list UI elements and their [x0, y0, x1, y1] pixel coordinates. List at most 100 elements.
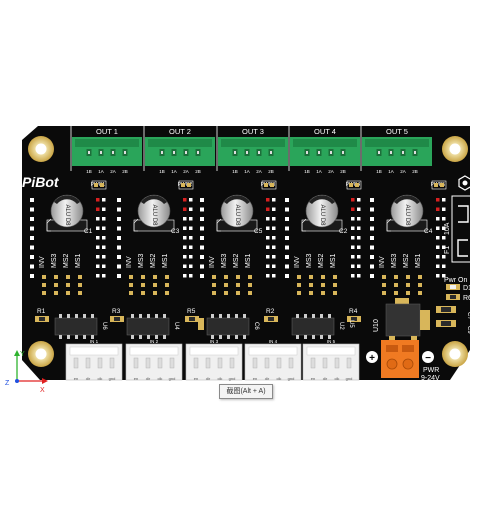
input-pin-label: en — [134, 376, 138, 381]
screenshot-tooltip: 截图(Alt + A) — [219, 384, 273, 399]
hex-standoff-icon — [458, 175, 472, 191]
resistor-label: R4 — [349, 308, 358, 315]
output-pin-label: 2A — [256, 169, 262, 174]
chip-label: U6 — [101, 322, 107, 330]
capacitor-marking: ALU D8 — [404, 204, 410, 226]
pwr-label: PWR3 — [261, 182, 276, 188]
output-pin-label: 1B — [86, 169, 92, 174]
input-pin-label: clk — [218, 376, 223, 381]
output-pin-label: 2B — [122, 169, 128, 174]
output-pin-label: 1A — [244, 169, 250, 174]
brand-logo: PiBot — [22, 174, 60, 190]
resistor-2: R3 — [110, 308, 124, 322]
resistor-label: R2 — [266, 308, 275, 315]
output-terminal-4: OUT 4 1B 1A 2A 2B — [288, 126, 360, 174]
capacitor-marking: ALU D8 — [151, 204, 157, 226]
capacitor-label: C5 — [254, 228, 263, 235]
small-capacitor — [198, 318, 204, 330]
power-led-title: Pwr On — [444, 277, 467, 284]
pwr-label: PWR2 — [178, 182, 193, 188]
input-pin-label: gnd — [169, 376, 176, 381]
power-led-d1: D1 — [463, 285, 472, 292]
jumper-label: MS2 — [403, 254, 410, 269]
input-pin-label: clk — [98, 376, 103, 381]
output-pin-label: 1A — [171, 169, 177, 174]
axis-x-label: X — [40, 387, 45, 394]
capacitor-label: C3 — [171, 228, 180, 235]
power-minus-icon — [422, 351, 434, 363]
jumper-label: MS3 — [221, 254, 228, 269]
jumper-label: MS3 — [391, 254, 398, 269]
chip-label: C6 — [253, 322, 259, 330]
input-pin-label: en — [311, 376, 315, 381]
resistor-label: R1 — [37, 308, 46, 315]
regulator-cap-c7: C7 — [466, 312, 472, 320]
input-label: IN 1 — [90, 339, 99, 344]
output-label: OUT 4 — [314, 127, 336, 136]
jumper-label: MS3 — [51, 254, 58, 269]
power-plus-icon — [366, 351, 378, 363]
resistor-1: R1 — [35, 308, 49, 322]
svg-text:+: + — [369, 353, 375, 364]
output-label: OUT 5 — [386, 127, 408, 136]
jumper-label: MS3 — [138, 254, 145, 269]
input-pin-label: en — [253, 376, 257, 381]
voltage-regulator: U10 C7 C9 — [373, 298, 472, 341]
output-pin-label: 1B — [304, 169, 310, 174]
driver-chip-1: U6 — [54, 314, 107, 339]
output-pin-label: 1B — [376, 169, 382, 174]
jumper-label: MS2 — [233, 254, 240, 269]
output-pin-label: 2A — [328, 169, 334, 174]
input-pin-label: gnd — [346, 376, 353, 381]
axis-gizmo: Y X Z — [5, 350, 48, 394]
input-label: IN 3 — [210, 339, 219, 344]
jumper-label: INV — [39, 256, 46, 268]
output-pin-label: 2B — [340, 169, 346, 174]
pwr-label: PWR4 — [346, 182, 361, 188]
jumper-label: MS1 — [330, 254, 337, 269]
input-pin-label: clk — [335, 376, 340, 381]
power-led-area: Pwr On D1 R6 — [444, 277, 472, 302]
output-pin-label: 2A — [400, 169, 406, 174]
capacitor-label: C4 — [424, 228, 433, 235]
driver-chip-3: C6 — [206, 314, 259, 339]
input-pin-label: dir — [86, 376, 91, 381]
jumper-label: INV — [294, 256, 301, 268]
output-pin-label: 1A — [316, 169, 322, 174]
output-pin-label: 1A — [388, 169, 394, 174]
resistor-5: R4 — [347, 308, 361, 322]
driver-chip-2: U4 — [126, 314, 179, 339]
output-pin-label: 1A — [98, 169, 104, 174]
jumper-label: MS3 — [306, 254, 313, 269]
resistor-4: R2 — [264, 308, 278, 322]
power-input-label: PWR — [423, 367, 439, 374]
capacitor-marking: ALU D8 — [64, 204, 70, 226]
output-pin-label: 2B — [268, 169, 274, 174]
jumper-label: MS1 — [415, 254, 422, 269]
axis-z-label: Z — [5, 380, 10, 387]
mounting-holes — [28, 136, 468, 367]
axis-y-label: Y — [20, 351, 25, 358]
regulator-label: U10 — [373, 319, 380, 332]
jumper-label: MS2 — [63, 254, 70, 269]
jumper-label: MS2 — [150, 254, 157, 269]
driver-chip-4: U2 — [291, 314, 344, 339]
input-pin-label: dir — [323, 376, 328, 381]
output-label: OUT 1 — [96, 127, 118, 136]
output-pin-label: 1B — [232, 169, 238, 174]
capacitor-marking: ALU D8 — [234, 204, 240, 226]
input-pin-label: en — [194, 376, 198, 381]
power-input-terminal: + − PWR 9-24V — [366, 340, 440, 382]
